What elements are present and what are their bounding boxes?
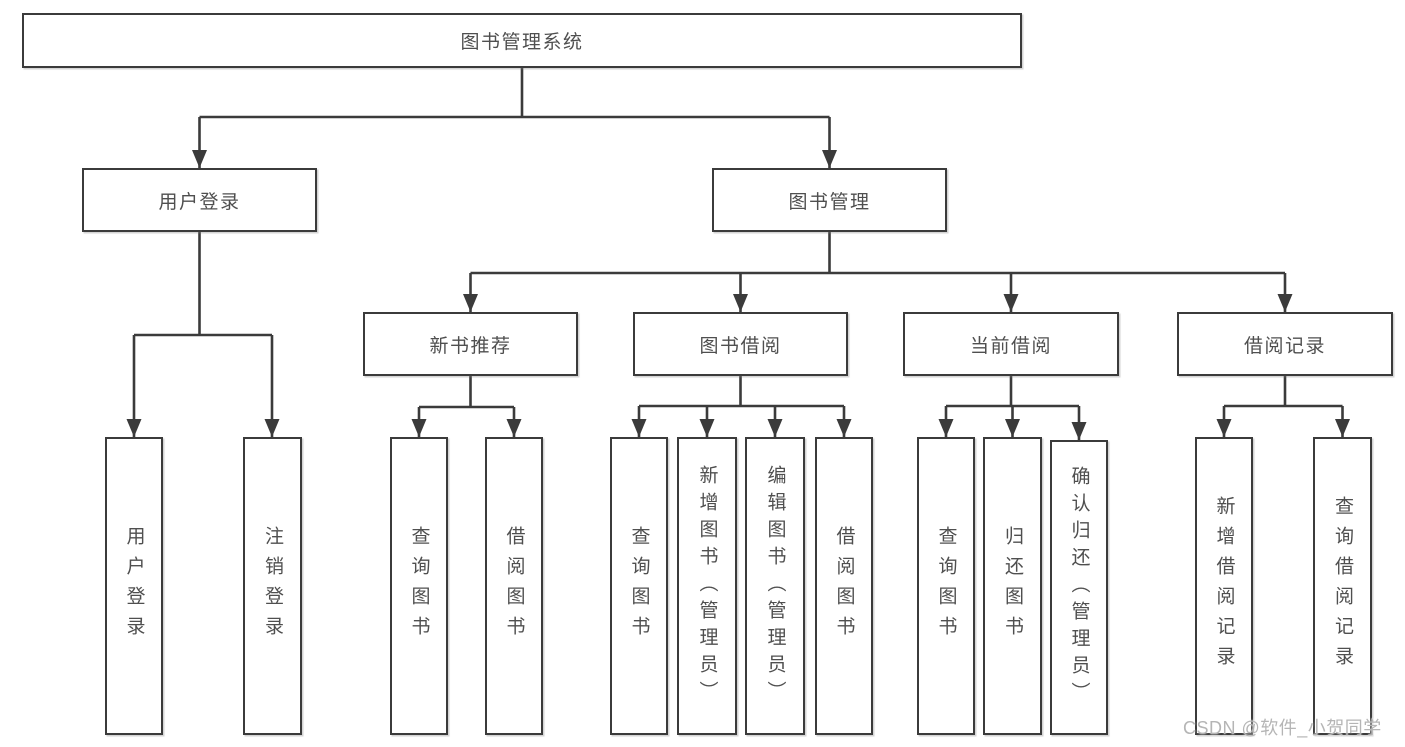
node-new-book-recommend-label: 新书推荐 xyxy=(429,335,512,357)
leaf-bb-edit-books-admin: 编辑图书（管理员） xyxy=(745,437,805,735)
node-borrow-records-label: 借阅记录 xyxy=(1243,335,1326,357)
leaf-cb-return-books-label: 归还图书 xyxy=(1002,526,1023,646)
leaf-bb-borrow-books-label: 借阅图书 xyxy=(833,526,855,646)
leaf-logout: 注销登录 xyxy=(243,437,302,735)
leaf-br-add-record: 新增借阅记录 xyxy=(1195,437,1253,735)
leaf-user-login-label: 用户登录 xyxy=(123,526,145,646)
node-book-management: 图书管理 xyxy=(712,168,947,232)
edge-borrowrecords-rail xyxy=(1224,376,1343,408)
leaf-cb-query-books-label: 查询图书 xyxy=(935,526,957,646)
leaf-bb-edit-books-admin-label: 编辑图书（管理员） xyxy=(764,464,786,708)
leaf-cb-return-books: 归还图书 xyxy=(983,437,1042,735)
node-user-login: 用户登录 xyxy=(82,168,317,232)
leaf-bb-borrow-books: 借阅图书 xyxy=(815,437,873,735)
node-book-management-label: 图书管理 xyxy=(788,191,871,213)
node-root-label: 图书管理系统 xyxy=(460,32,584,53)
node-borrow-records: 借阅记录 xyxy=(1177,312,1393,376)
leaf-br-query-record-label: 查询借阅记录 xyxy=(1332,496,1353,676)
edge-root-rail xyxy=(199,68,830,119)
edge-bookmgmt-rail xyxy=(470,232,1285,275)
node-user-login-label: 用户登录 xyxy=(158,191,241,213)
leaf-nbr-borrow-books-label: 借阅图书 xyxy=(503,526,525,646)
node-new-book-recommend: 新书推荐 xyxy=(363,312,578,376)
node-book-borrow: 图书借阅 xyxy=(633,312,848,376)
leaf-bb-query-books-label: 查询图书 xyxy=(628,526,650,646)
leaf-cb-query-books: 查询图书 xyxy=(917,437,975,735)
leaf-br-add-record-label: 新增借阅记录 xyxy=(1213,496,1235,676)
leaf-cb-confirm-return-admin-label: 确认归还（管理员） xyxy=(1068,466,1090,709)
leaf-cb-confirm-return-admin: 确认归还（管理员） xyxy=(1050,440,1108,735)
edge-bookborrow-rail xyxy=(639,376,844,408)
leaf-bb-add-books-admin: 新增图书（管理员） xyxy=(677,437,737,735)
node-book-borrow-label: 图书借阅 xyxy=(699,335,782,357)
leaf-nbr-borrow-books: 借阅图书 xyxy=(485,437,543,735)
node-current-borrow-label: 当前借阅 xyxy=(969,335,1052,357)
leaf-br-query-record: 查询借阅记录 xyxy=(1313,437,1372,735)
csdn-watermark: CSDN @软件_小贺同学 xyxy=(1183,718,1382,738)
leaf-user-login: 用户登录 xyxy=(105,437,163,735)
leaf-bb-query-books: 查询图书 xyxy=(610,437,668,735)
edge-newbookrec-rail xyxy=(419,376,514,409)
edge-userlogin-rail xyxy=(134,232,272,337)
node-current-borrow: 当前借阅 xyxy=(903,312,1119,376)
node-root: 图书管理系统 xyxy=(22,13,1022,68)
leaf-nbr-query-books: 查询图书 xyxy=(390,437,448,735)
leaf-bb-add-books-admin-label: 新增图书（管理员） xyxy=(696,464,718,708)
edge-currentborrow-rail xyxy=(946,376,1079,408)
leaf-nbr-query-books-label: 查询图书 xyxy=(408,526,430,646)
leaf-logout-label: 注销登录 xyxy=(262,526,283,646)
